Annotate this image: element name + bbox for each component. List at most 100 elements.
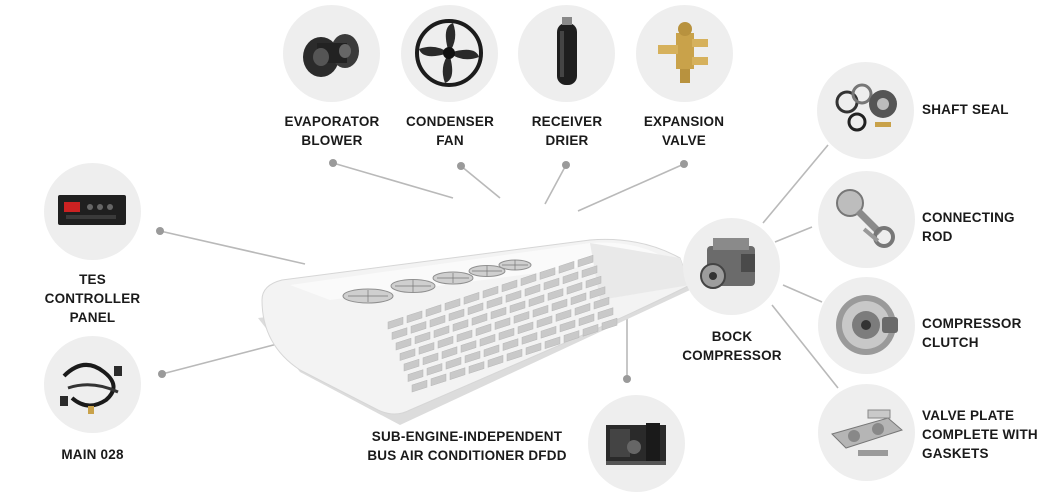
grille-slat [464,350,481,364]
grille-slat [566,282,583,295]
label-main-harness: MAIN 028 [61,447,124,462]
grille-slat [467,302,484,316]
grille-slat [506,348,523,362]
grille-slat [445,356,462,370]
line-evaporator-blower [332,162,454,199]
grille-slat [414,331,431,345]
grille-slat [563,330,580,343]
evaporator-grille [387,254,618,393]
grille-slat [570,292,587,306]
grille-slat [479,334,496,347]
grille-slat [444,298,461,311]
grille-slat [407,369,424,382]
label-compressor-clutch: COMPRESSOR CLUTCH [922,316,1022,350]
dot-condenser-fan [457,162,465,170]
grille-slat [582,324,599,337]
grille-slat [441,346,458,359]
valve-icon [658,22,708,83]
grille-slat [463,292,480,305]
grille-slat [475,323,492,337]
grille-slat [562,271,579,285]
condensing-unit-image [588,395,685,492]
line-controller-panel [159,230,306,265]
harness-icon [60,363,122,414]
valve-plate-image [818,384,915,481]
grille-slat [449,367,466,380]
controller-panel-image [44,163,141,260]
grille-slat [403,358,420,372]
condensing-unit-icon [606,423,666,465]
valve-plate-icon [831,409,904,456]
connecting-rod-image [818,171,915,268]
grille-slat [406,310,423,324]
grille-slat [410,321,427,334]
grille-slat [544,336,561,349]
dot-controller-panel [156,227,164,235]
label-shaft-seal: SHAFT SEAL [922,102,1009,117]
dot-expansion-valve [680,160,688,168]
bock-compressor-image [683,218,780,315]
grille-slat [521,332,538,345]
label-condenser-fan: CONDENSER FAN [405,114,495,148]
grille-slat [498,327,515,341]
grille-slat [559,319,576,333]
grille-slat [486,296,503,309]
controller-icon [58,195,126,225]
grille-slat [471,313,488,326]
grille-slat [601,317,618,331]
label-receiver-drier: RECEIVER DRIER [531,114,603,148]
grille-slat [490,306,507,320]
grille-slat [578,313,595,327]
line-receiver-drier [544,164,567,205]
grille-slat [502,338,519,351]
grille-slat [551,298,568,312]
line-connecting-rod [774,226,813,243]
clutch-icon [836,295,898,355]
grille-slat [411,379,428,393]
grille-slat [574,303,591,316]
grille-slat [585,275,602,289]
condenser-fan-image [401,5,498,102]
line-condenser-fan [460,165,501,199]
grille-slat [524,283,541,297]
fan-icon [415,19,483,87]
grille-slat [547,288,564,301]
grille-slat [539,267,556,280]
label-evaporator-blower: EVAPORATOR BLOWER [284,114,380,148]
grille-slat [429,314,446,328]
grille-slat [452,319,469,332]
grille-slat [558,261,575,274]
grille-slat [581,265,598,278]
line-main-harness [161,342,282,375]
grille-slat [532,304,549,318]
grille-slat [505,290,522,303]
grille-slat [543,277,560,291]
grille-slat [460,340,477,353]
receiver-drier-image [518,5,615,102]
grille-slat [487,355,504,368]
dot-condensing-unit [623,375,631,383]
grille-slat [422,352,439,366]
dot-evaporator-blower [329,159,337,167]
grille-slat [433,325,450,338]
dot-main-harness [158,370,166,378]
blower-icon [303,34,359,77]
grille-slat [483,344,500,358]
grille-slat [448,308,465,322]
expansion-valve-image [636,5,733,102]
grille-slat [501,279,518,293]
grille-slat [425,304,442,317]
grille-slat [387,316,404,330]
label-bock-compressor: BOCK COMPRESSOR [682,329,782,363]
grille-slat [520,273,537,286]
main-harness-image [44,336,141,433]
shaft-seal-image [817,62,914,159]
grille-slat [395,337,412,351]
seal-icon [835,83,897,132]
grille-slat [517,321,534,335]
label-expansion-valve: EXPANSION VALVE [643,114,725,148]
grille-slat [593,296,610,310]
label-controller-panel: TES CONTROLLER PANEL [44,272,141,325]
grille-slat [555,309,572,322]
